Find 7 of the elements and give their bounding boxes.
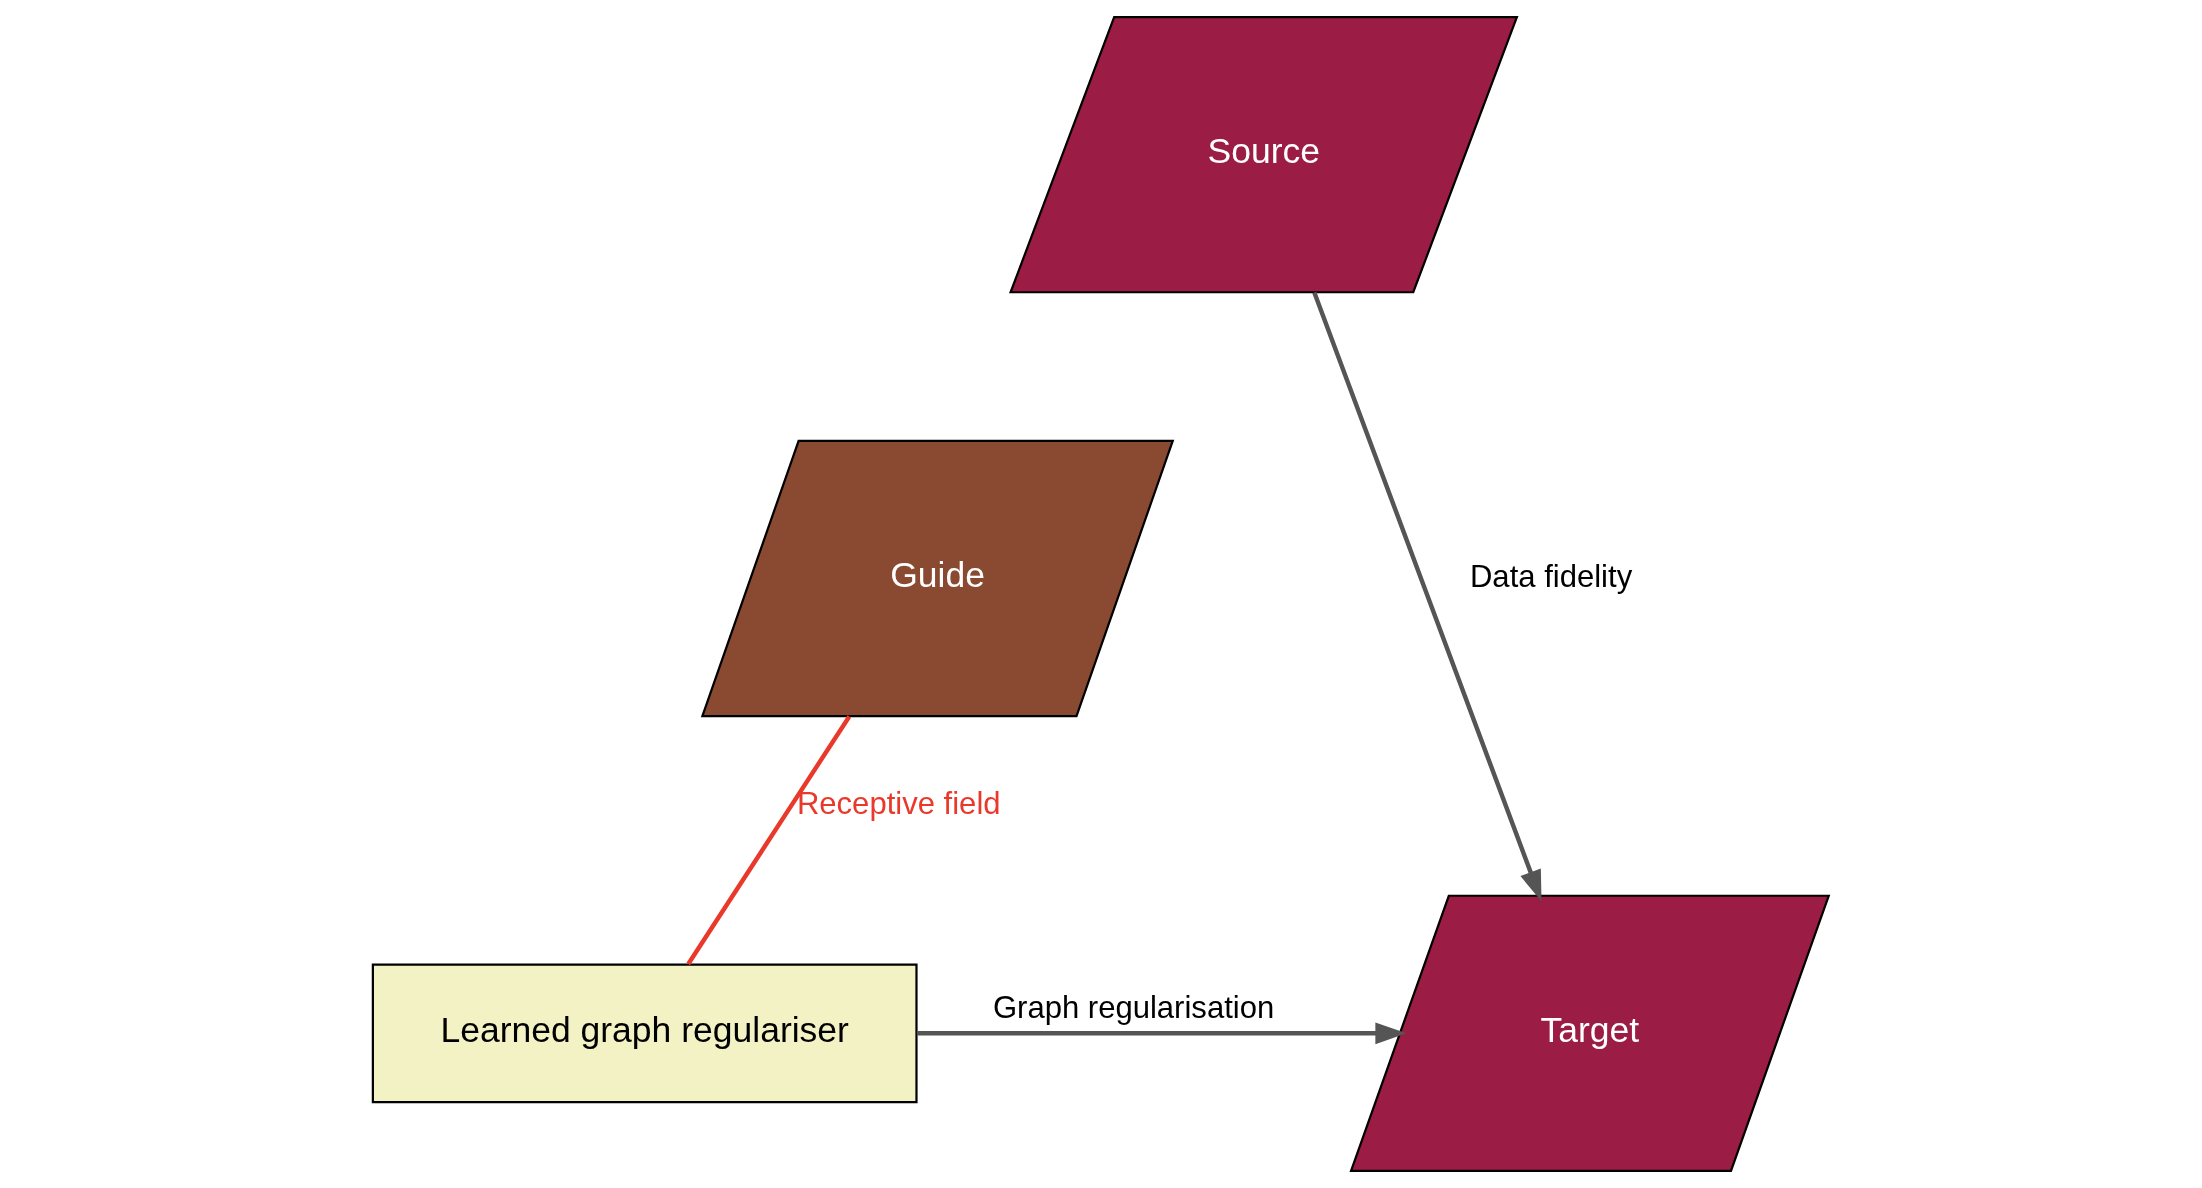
edge-label: Receptive field <box>796 786 1001 822</box>
edge-label: Data fidelity <box>1469 558 1633 594</box>
connector <box>686 715 852 966</box>
edge-label: Graph regularisation <box>992 990 1275 1026</box>
arrow <box>916 1022 1407 1045</box>
arrow <box>1312 291 1542 902</box>
node-box: Learned graph regulariser <box>371 963 918 1104</box>
